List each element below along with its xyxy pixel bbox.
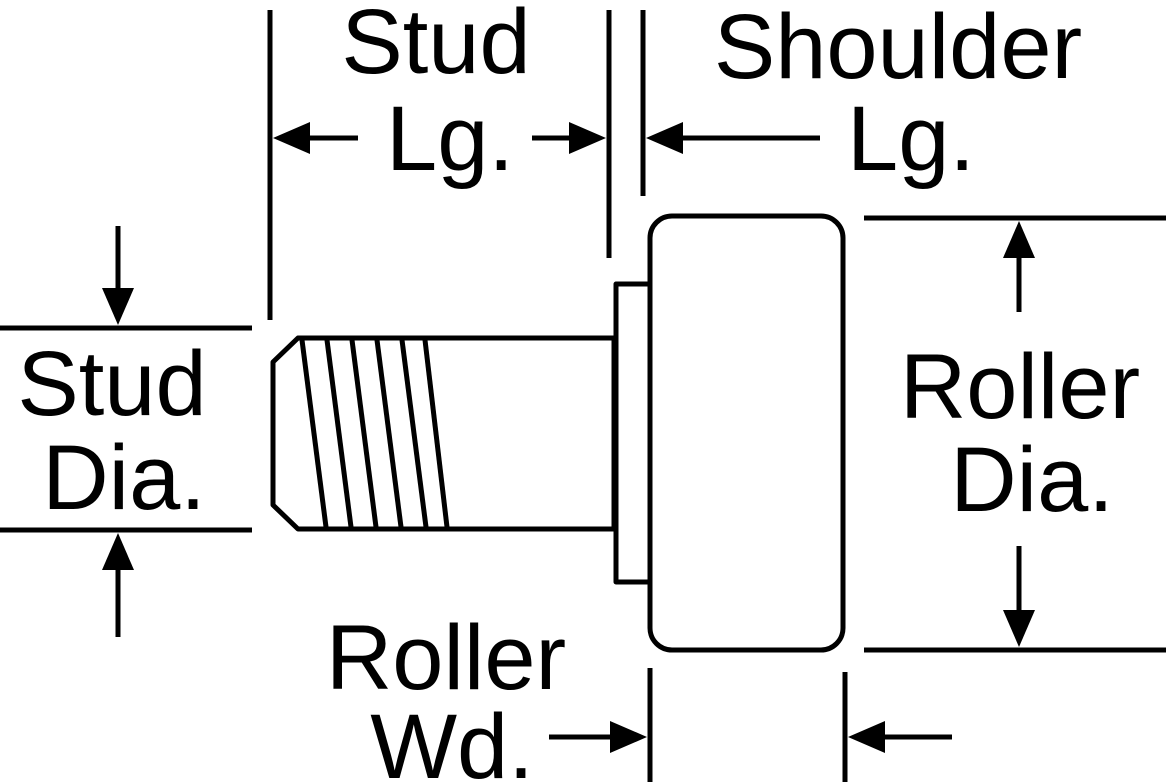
- shoulder: [613, 281, 655, 585]
- stud-lg-label-line1: Stud: [341, 0, 530, 93]
- roller-wd-label-line1: Roller: [326, 607, 566, 709]
- arrowhead-up: [1003, 221, 1035, 258]
- roller-diameter-dimension: Roller Dia.: [864, 215, 1166, 653]
- thread-line: [299, 339, 329, 528]
- part-drawing: [270, 213, 846, 653]
- thread-line: [349, 339, 379, 528]
- thread-line: [399, 339, 429, 528]
- shoulder-lg-label-line1: Shoulder: [714, 0, 1082, 98]
- arrowhead-down: [1003, 610, 1035, 647]
- stud-threads: [299, 339, 450, 528]
- stud-dia-label-line1: Stud: [17, 333, 206, 435]
- arrowhead-right: [569, 122, 606, 154]
- roller-dia-label-line2: Dia.: [950, 429, 1114, 531]
- stud-lg-label-line2: Lg.: [386, 88, 514, 190]
- roller: [647, 213, 846, 653]
- shoulder-length-dimension: Shoulder Lg.: [640, 0, 1082, 196]
- shoulder-lg-label-line2: Lg.: [847, 88, 975, 190]
- thread-line: [422, 339, 450, 528]
- roller-dia-label-line1: Roller: [900, 336, 1140, 438]
- arrowhead-right: [610, 721, 647, 753]
- arrowhead-left: [848, 721, 885, 753]
- thread-line: [374, 339, 404, 528]
- roller-wd-label-line2: Wd.: [370, 696, 534, 782]
- arrowhead-up: [102, 533, 134, 570]
- stud-diameter-dimension: Stud Dia.: [0, 226, 252, 637]
- arrowhead-left: [273, 122, 310, 154]
- stud-dia-label-line2: Dia.: [42, 427, 206, 529]
- roller-width-dimension: Roller Wd.: [326, 607, 952, 782]
- arrowhead-down: [102, 288, 134, 325]
- thread-line: [324, 339, 354, 528]
- stud-length-dimension: Stud Lg.: [267, 0, 612, 320]
- arrowhead-left: [646, 122, 683, 154]
